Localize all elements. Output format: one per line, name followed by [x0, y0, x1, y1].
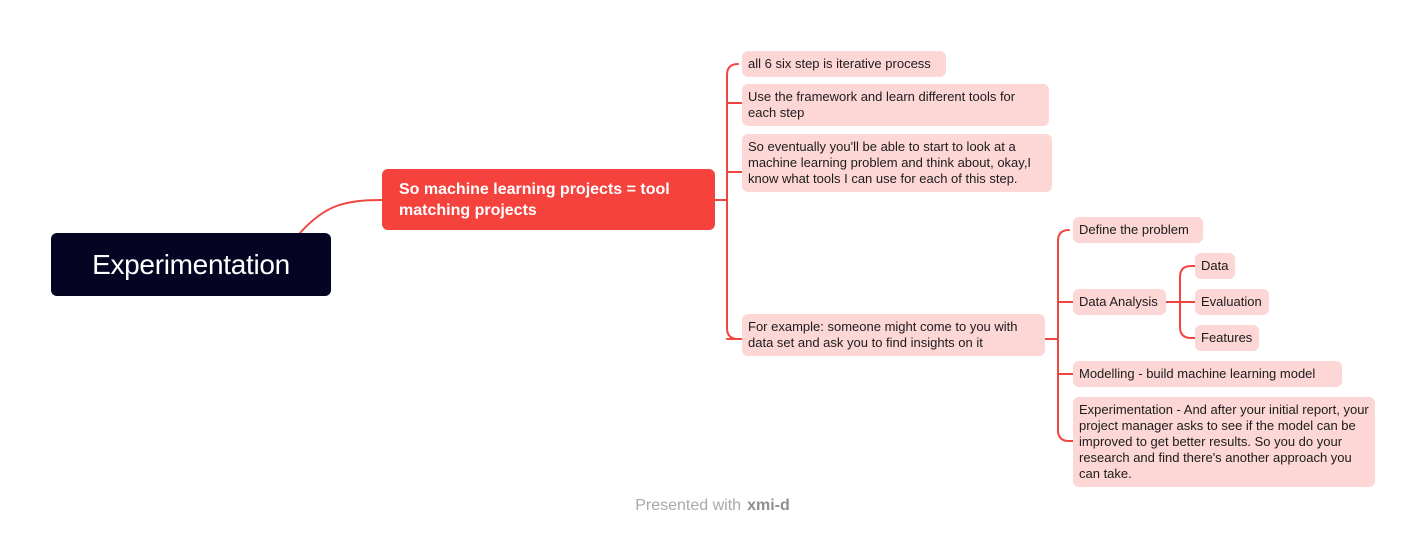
analysis-item-label: Evaluation: [1201, 294, 1262, 309]
analysis-item-features[interactable]: Features: [1195, 325, 1259, 351]
step-experimentation[interactable]: Experimentation - And after your initial…: [1073, 397, 1375, 487]
step-label: Data Analysis: [1079, 294, 1158, 309]
root-topic-label: Experimentation: [92, 248, 290, 280]
step-label: Modelling - build machine learning model: [1079, 366, 1316, 381]
branch-label: Use the framework and learn different to…: [748, 89, 1016, 120]
step-define-problem[interactable]: Define the problem: [1073, 217, 1203, 243]
branch-example[interactable]: For example: someone might come to you w…: [742, 314, 1045, 356]
branch-eventually[interactable]: So eventually you'll be able to start to…: [742, 134, 1052, 192]
step-modelling[interactable]: Modelling - build machine learning model: [1073, 361, 1342, 387]
branch-label: So eventually you'll be able to start to…: [748, 139, 1032, 186]
branch-label: all 6 six step is iterative process: [748, 56, 931, 71]
branch-label: For example: someone might come to you w…: [748, 319, 1018, 350]
analysis-item-label: Features: [1201, 330, 1253, 345]
step-label: Define the problem: [1079, 222, 1189, 237]
branch-iterative[interactable]: all 6 six step is iterative process: [742, 51, 946, 77]
step-label: Experimentation - And after your initial…: [1079, 402, 1369, 481]
analysis-item-evaluation[interactable]: Evaluation: [1195, 289, 1269, 315]
branch-framework[interactable]: Use the framework and learn different to…: [742, 84, 1049, 126]
root-topic[interactable]: Experimentation: [51, 233, 331, 296]
xmind-logo: xmi-d: [747, 497, 790, 514]
analysis-item-data[interactable]: Data: [1195, 253, 1235, 279]
analysis-item-label: Data: [1201, 258, 1229, 273]
footer-prefix: Presented with: [635, 497, 742, 514]
presented-with-footer: Presented with xmi-d: [0, 497, 1425, 515]
main-topic[interactable]: So machine learning projects = tool matc…: [382, 169, 715, 230]
step-data-analysis[interactable]: Data Analysis: [1073, 289, 1166, 315]
main-topic-label: So machine learning projects = tool matc…: [399, 181, 670, 219]
